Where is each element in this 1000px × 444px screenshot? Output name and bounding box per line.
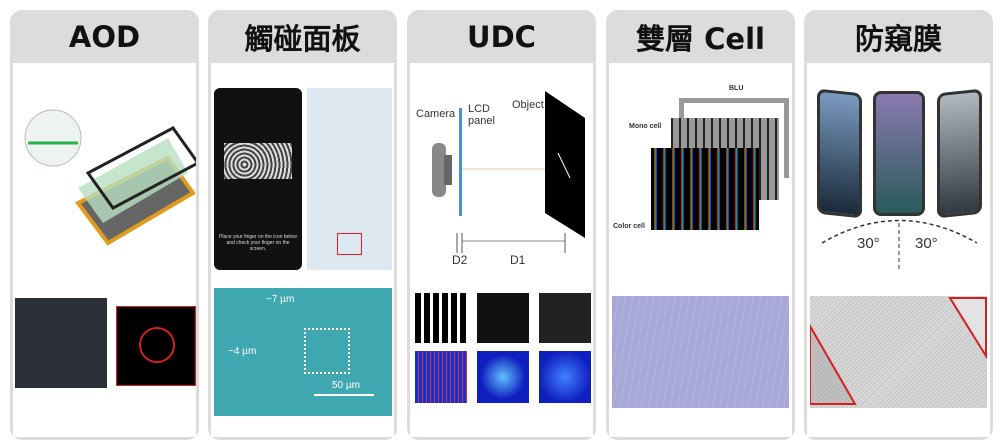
- udc-optics-diagram: [432, 91, 585, 253]
- card-aod: AOD: [10, 10, 199, 440]
- card-title: 防窺膜: [854, 21, 942, 56]
- aod-micrograph: [15, 298, 107, 388]
- card-title: 雙層 Cell: [636, 21, 765, 56]
- card-dual-cell: 雙層 Cell BLU Mono cell Color cell: [606, 10, 795, 440]
- color-cell: [651, 148, 759, 230]
- udc-pattern: [415, 293, 467, 343]
- card-touch-panel: 觸碰面板 Place your finger on the icon below…: [208, 10, 397, 440]
- phone-fingerprint: Place your finger on the icon below and …: [214, 88, 302, 270]
- dual-cell-micrograph: [612, 296, 789, 408]
- card-title: UDC: [467, 19, 536, 54]
- privacy-film-micrograph: [810, 296, 987, 408]
- touch-micrograph: ~7 µm ~4 µm 50 µm: [214, 288, 392, 416]
- card-udc: UDC Camera LCD panel Object D2 D1: [407, 10, 596, 440]
- aod-zoom-inset: [116, 306, 196, 386]
- card-privacy-film: 防窺膜 30° 30°: [804, 10, 993, 440]
- phone-center: [873, 91, 925, 216]
- phone-left: [817, 88, 862, 219]
- aod-layer-diagram: [24, 109, 196, 246]
- udc-psf: [539, 351, 591, 403]
- phone-right: [937, 88, 982, 219]
- udc-psf: [477, 351, 529, 403]
- udc-pattern: [539, 293, 591, 343]
- udc-pattern: [477, 293, 529, 343]
- touch-sensor-panel: [307, 88, 392, 270]
- card-title: AOD: [68, 19, 141, 54]
- viewing-angle-arc: [821, 219, 978, 271]
- udc-psf: [415, 351, 467, 403]
- card-title: 觸碰面板: [244, 21, 361, 56]
